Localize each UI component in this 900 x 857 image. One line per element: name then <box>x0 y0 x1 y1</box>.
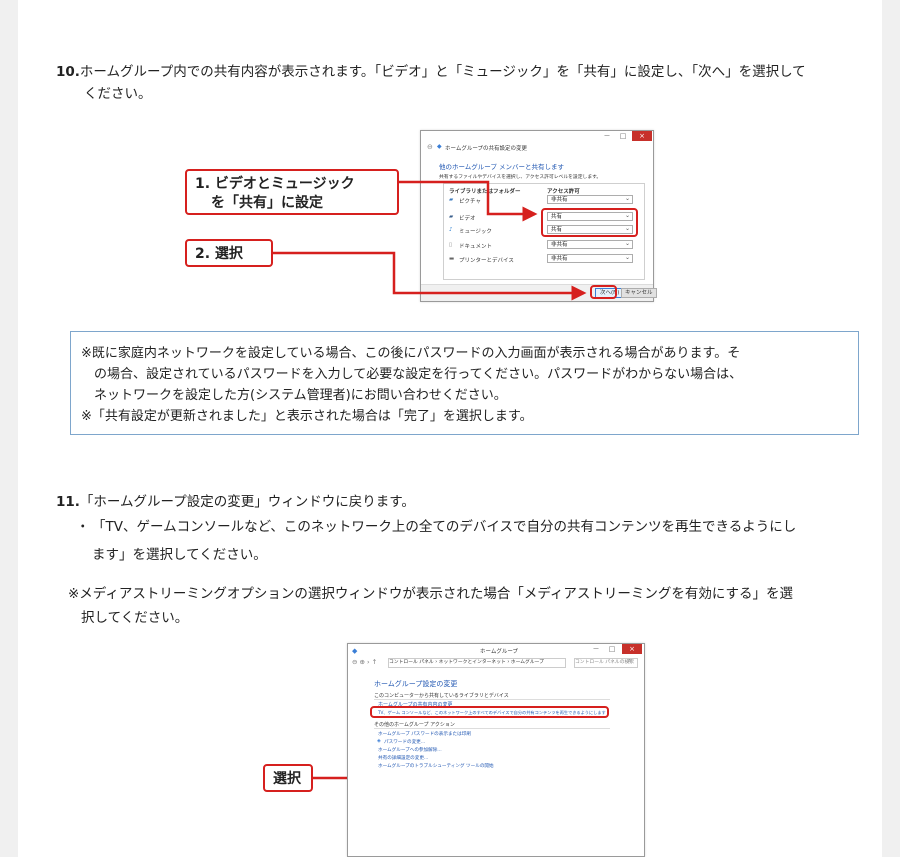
note-line: ※既に家庭内ネットワークを設定している場合、この後にパスワードの入力画面が表示さ… <box>81 346 741 361</box>
row-label-documents: ドキュメント <box>459 244 493 250</box>
step-note-line: ※メディアストリーミングオプションの選択ウィンドウが表示された場合「メディアスト… <box>68 586 794 602</box>
highlight-tv-link <box>370 706 609 718</box>
step-note-line: 択してください。 <box>81 610 189 626</box>
printer-icon: ▬ <box>449 256 455 262</box>
callout-text: 2. 選択 <box>195 246 243 262</box>
row-label-videos: ビデオ <box>459 216 476 222</box>
link-action[interactable]: ホームグループ パスワードの表示または印刷 <box>378 732 471 737</box>
step-10: 10.ホームグループ内での共有内容が表示されます。「ビデオ」と「ミュージック」を… <box>56 61 876 105</box>
callout-text: 選択 <box>273 771 301 787</box>
highlight-next-button <box>590 285 617 299</box>
highlight-share-selects <box>541 208 638 237</box>
bullet-text: 「TV、ゲームコンソールなど、このネットワーク上の全てのデバイスで自分の共有コン… <box>92 519 797 535</box>
select-videos[interactable]: 共有 <box>547 211 633 221</box>
minimize-button[interactable]: － <box>592 645 600 653</box>
callout-text: を「共有」に設定 <box>211 195 323 211</box>
link-change-share[interactable]: ホームグループの共有内容の変更 <box>378 702 453 708</box>
bullet: ・ <box>76 519 90 535</box>
step-text-cont: ください。 <box>84 86 152 102</box>
note-line: ※「共有設定が更新されました」と表示された場合は「完了」を選択します。 <box>81 409 533 424</box>
homegroup-icon: ◆ <box>437 143 442 150</box>
window-title: ホームグループ <box>480 649 519 655</box>
column-header-library: ライブラリまたはフォルダー <box>449 189 521 195</box>
select-pictures[interactable]: 非共有 <box>547 194 633 204</box>
step-11: 11.「ホームグループ設定の変更」ウィンドウに戻ります。 <box>56 491 876 513</box>
row-label-music: ミュージック <box>459 229 492 235</box>
maximize-button[interactable]: □ <box>608 645 616 653</box>
videos-icon: ▰ <box>449 214 454 220</box>
bullet-text-cont: ます」を選択してください。 <box>92 547 267 563</box>
documents-icon: ▯ <box>449 242 453 248</box>
close-button[interactable]: × <box>632 131 652 141</box>
step-number: 11. <box>56 494 80 510</box>
back-arrow-icon[interactable]: ⊖ <box>427 143 433 151</box>
search-icon: ⌕ <box>628 658 632 664</box>
callout-select-tv: 選択 <box>263 764 313 792</box>
page-heading: ホームグループ設定の変更 <box>374 680 458 688</box>
address-bar[interactable]: コントロール パネル › ネットワークとインターネット › ホームグループ <box>388 658 566 668</box>
row-label-pictures: ピクチャ <box>459 199 481 205</box>
note-line: の場合、設定されているパスワードを入力して必要な設定を行ってください。パスワード… <box>94 367 743 382</box>
callout-text: 1. ビデオとミュージック <box>195 176 355 192</box>
column-header-permission: アクセス許可 <box>547 189 580 195</box>
close-button[interactable]: × <box>622 644 642 654</box>
shield-icon: ◈ <box>377 738 381 744</box>
cancel-button[interactable]: キャンセル <box>621 288 657 298</box>
step-number: 10. <box>56 64 80 80</box>
minimize-button[interactable]: － <box>603 132 611 140</box>
section-divider <box>374 728 610 729</box>
maximize-button[interactable]: □ <box>619 132 627 140</box>
step-11-note: ※メディアストリーミングオプションの選択ウィンドウが表示された場合「メディアスト… <box>68 583 878 629</box>
pictures-icon: ▰ <box>449 197 454 203</box>
search-input[interactable]: コントロール パネルの検索 <box>574 658 638 668</box>
nav-arrows-icon[interactable]: ⊖ ⊕ › ↑ <box>352 658 378 666</box>
link-tv-streaming[interactable]: TV、ゲーム コンソールなど、このネットワーク上のすべてのデバイスで自分の共有コ… <box>378 710 606 715</box>
homegroup-window-screenshot: ◆ ホームグループ － □ × ⊖ ⊕ › ↑ コントロール パネル › ネット… <box>347 643 645 857</box>
music-icon: ♪ <box>449 227 453 233</box>
callout-select: 2. 選択 <box>185 239 273 267</box>
section-divider <box>374 699 610 700</box>
step-11-bullet: ・「TV、ゲームコンソールなど、このネットワーク上の全てのデバイスで自分の共有コ… <box>76 516 876 566</box>
dialog-title: ホームグループの共有設定の変更 <box>445 146 528 152</box>
link-action[interactable]: パスワードの変更... <box>384 740 426 745</box>
section-title: このコンピューターから共有しているライブラリとデバイス <box>374 693 509 699</box>
page: 10.ホームグループ内での共有内容が表示されます。「ビデオ」と「ミュージック」を… <box>18 0 882 857</box>
dialog-desc: 共有するファイルやデバイスを選択し、アクセス許可レベルを設定します。 <box>439 175 602 180</box>
note-box: ※既に家庭内ネットワークを設定している場合、この後にパスワードの入力画面が表示さ… <box>70 331 859 435</box>
link-action[interactable]: ホームグループのトラブルシューティング ツールの開始 <box>378 764 494 769</box>
step-text: ホームグループ内での共有内容が表示されます。「ビデオ」と「ミュージック」を「共有… <box>79 64 806 80</box>
callout-set-share: 1. ビデオとミュージック を「共有」に設定 <box>185 169 399 215</box>
dialog-heading: 他のホームグループ メンバーと共有します <box>439 163 564 171</box>
sharing-dialog-screenshot: － □ × ⊖ ◆ ホームグループの共有設定の変更 他のホームグループ メンバー… <box>420 130 657 302</box>
step-text: 「ホームグループ設定の変更」ウィンドウに戻ります。 <box>79 494 415 510</box>
link-action[interactable]: ホームグループへの参加解除... <box>378 748 442 753</box>
note-line: ネットワークを設定した方(システム管理者)にお問い合わせください。 <box>94 388 507 403</box>
link-action[interactable]: 共有の詳細設定の変更... <box>378 756 429 761</box>
homegroup-icon: ◆ <box>352 647 358 655</box>
section-title: その他のホームグループ アクション <box>374 722 455 728</box>
select-documents[interactable]: 非共有 <box>547 239 633 249</box>
select-music[interactable]: 共有 <box>547 224 633 234</box>
select-printers[interactable]: 非共有 <box>547 253 633 263</box>
row-label-printers: プリンターとデバイス <box>459 258 514 264</box>
